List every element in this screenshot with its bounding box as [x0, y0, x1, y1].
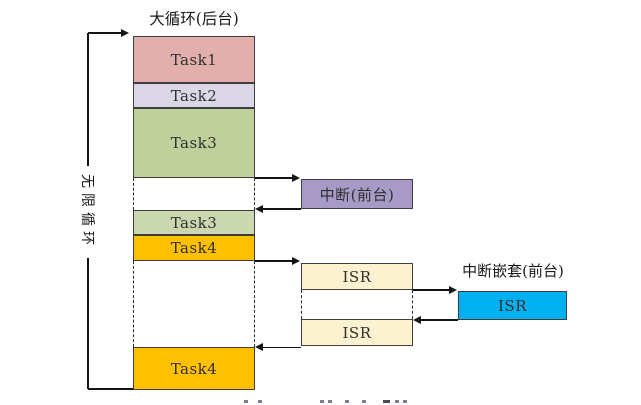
arrow-to-interrupt-head-icon	[292, 174, 300, 183]
arrow-to-isr1-head-icon	[292, 257, 300, 266]
arrow-return-from-isr2-head-icon	[255, 343, 263, 352]
task-box-task4: Task4	[133, 235, 255, 261]
isr-label: ISR	[498, 296, 527, 315]
task-box-task3: Task3	[133, 108, 255, 178]
loop-line-top	[88, 32, 122, 34]
column-gap-dashed-right	[253, 178, 255, 210]
task-label: Task4	[170, 359, 218, 378]
isr-label: ISR	[342, 323, 372, 342]
isr-label: ISR	[342, 267, 372, 286]
arrow-to-isr1	[255, 260, 293, 262]
task-label: Task2	[170, 86, 218, 105]
isr-box-nested: ISR	[458, 291, 567, 320]
task-label: Task1	[170, 50, 218, 69]
loop-arrowhead-icon	[121, 29, 129, 38]
isr-box-resumed: ISR	[301, 319, 413, 346]
arrow-return-from-interrupt-head-icon	[255, 205, 263, 214]
nested-interrupt-title: 中断嵌套(前台)	[462, 261, 564, 280]
task-box-task1: Task1	[133, 36, 255, 83]
task-label: Task3	[170, 134, 218, 152]
arrow-to-nested-isr	[413, 289, 450, 291]
background-loop-title: 大循环(后台)	[149, 10, 239, 28]
loop-line-bottom	[88, 388, 134, 390]
task-box-task3-resumed: Task3	[133, 210, 255, 235]
isr-gap-dashed-right	[411, 290, 413, 319]
interrupt-label: 中断(前台)	[319, 185, 395, 204]
infinite-loop-label: 无限循环	[78, 166, 98, 258]
column-gap-dashed-left	[133, 261, 134, 347]
arrow-return-from-nested-isr-head-icon	[413, 316, 421, 325]
task-box-task4-resumed: Task4	[133, 347, 255, 390]
arrow-to-nested-isr-head-icon	[449, 286, 457, 295]
arrow-to-interrupt	[255, 177, 293, 179]
arrow-return-from-interrupt	[263, 208, 301, 210]
isr-box-first: ISR	[301, 263, 413, 290]
column-gap-dashed-right	[253, 261, 255, 347]
task-label: Task3	[170, 213, 218, 232]
arrow-return-from-isr2	[263, 346, 301, 348]
arrow-return-from-nested-isr	[421, 319, 458, 321]
task-box-task2: Task2	[133, 83, 255, 108]
column-gap-dashed-left	[133, 178, 134, 210]
task-label: Task4	[170, 239, 218, 257]
interrupt-box: 中断(前台)	[301, 179, 413, 209]
isr-gap-dashed-left	[301, 290, 302, 319]
